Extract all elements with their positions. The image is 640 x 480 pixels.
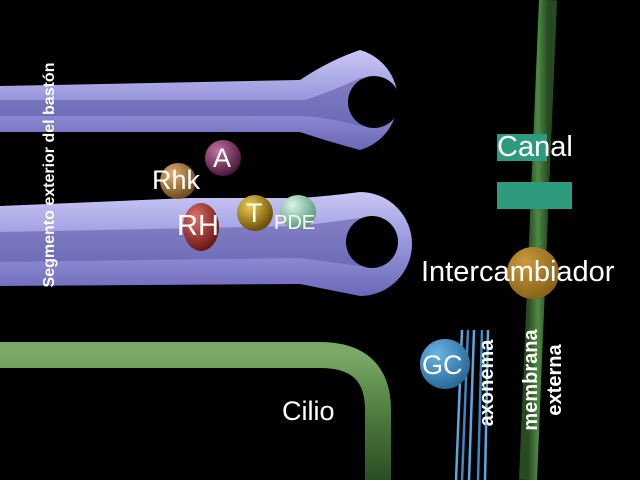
channel-upper	[497, 134, 547, 161]
rhk-label: Rhk	[152, 165, 201, 195]
exchanger-protein	[507, 247, 559, 299]
cilium-label: Cilio	[282, 396, 335, 426]
gc-label: GC	[422, 350, 463, 380]
channel-lower	[497, 182, 572, 209]
arrestin-label: A	[213, 143, 232, 173]
disc-top	[0, 50, 400, 150]
rhodopsin-protein	[183, 203, 219, 251]
rhk-protein	[160, 163, 196, 199]
exchanger-label: Intercambiador	[421, 256, 615, 288]
transducin-label: T	[246, 198, 263, 228]
pde-protein	[280, 195, 316, 229]
channel-label: Canal	[497, 131, 573, 163]
transducin-protein	[237, 195, 273, 231]
gc-protein	[420, 339, 470, 389]
outer-membrane-shape	[519, 0, 557, 480]
arrestin-protein	[205, 140, 241, 176]
outer-membrane-label-line1: membrana	[520, 329, 542, 431]
rod-outer-segment-label: Segmento exterior del bastón	[41, 62, 58, 288]
outer-membrane-label-line2: externa	[544, 344, 566, 416]
axoneme-label: axonema	[476, 339, 498, 427]
cilium-shape	[0, 342, 391, 480]
pde-label: PDE	[274, 212, 316, 234]
rhodopsin-label: RH	[177, 210, 219, 242]
